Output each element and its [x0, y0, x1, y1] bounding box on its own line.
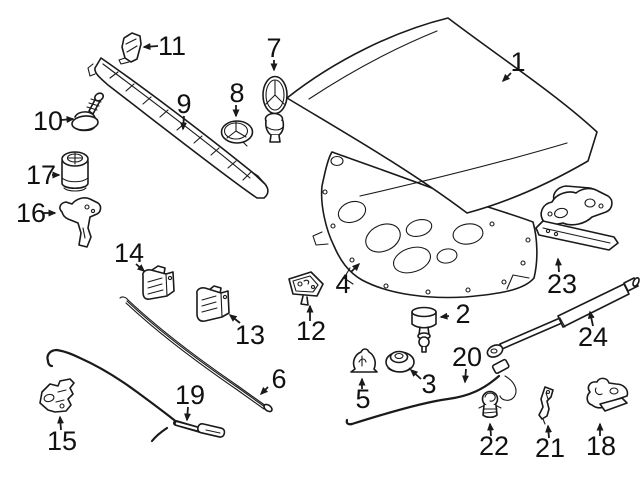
callout-22-label[interactable]: 22: [479, 431, 509, 461]
callout-3-arrow: [409, 368, 422, 380]
callout-10-arrow: [60, 116, 75, 124]
callout-23-label[interactable]: 23: [547, 269, 577, 299]
callout-labels: 1 2 3 4 5 6 7 8 9 10 11 12 13 14 15 16 1…: [16, 31, 616, 463]
part-22-cable-grommet-clip: [478, 390, 502, 419]
part-17-rubber-buffer: [61, 151, 89, 192]
part-5-tree-clip: [350, 348, 378, 373]
callout-9-arrow: [180, 115, 187, 131]
callout-20-label[interactable]: 20: [452, 342, 482, 372]
part-10-pivot-bolt: [71, 92, 104, 132]
callout-15-label[interactable]: 15: [47, 426, 77, 456]
callout-19-arrow: [184, 406, 191, 422]
part-1-hood-panel: [286, 17, 598, 214]
callout-11-arrow: [142, 43, 159, 51]
part-6-front-seal-strip: [119, 296, 273, 413]
callout-21-label[interactable]: 21: [535, 433, 565, 463]
callout-12-label[interactable]: 12: [296, 316, 326, 346]
part-23-hood-hinge: [535, 185, 619, 251]
callout-arrows: [44, 43, 604, 439]
callout-18-label[interactable]: 18: [586, 431, 616, 461]
callout-13-arrow: [228, 314, 241, 324]
callout-1-label[interactable]: 1: [510, 47, 525, 77]
callout-9-label[interactable]: 9: [176, 89, 191, 119]
callout-4-label[interactable]: 4: [335, 269, 350, 299]
part-4-hood-insulation-pad: [312, 151, 538, 299]
callout-20-arrow: [462, 368, 469, 384]
callout-10-label[interactable]: 10: [33, 106, 63, 136]
callout-13-label[interactable]: 13: [235, 320, 265, 350]
callout-14-arrow: [135, 263, 146, 272]
part-14-lock-bracket-left: [142, 265, 175, 300]
callout-2-label[interactable]: 2: [455, 299, 470, 329]
callout-7-label[interactable]: 7: [266, 33, 281, 63]
part-24-gas-lift-strut: [486, 277, 640, 358]
part-8-hood-badge-emblem: [220, 120, 254, 147]
part-20-release-cable-rear: [345, 358, 517, 426]
part-15-hood-latch: [39, 378, 75, 413]
callout-24-arrow: [587, 310, 595, 327]
callout-5-label[interactable]: 5: [355, 384, 370, 414]
callout-14-label[interactable]: 14: [114, 238, 144, 268]
part-7-hood-star-emblem: [262, 75, 288, 143]
callout-17-label[interactable]: 17: [26, 160, 56, 190]
callout-16-label[interactable]: 16: [16, 198, 46, 228]
callout-22-arrow: [487, 422, 495, 437]
part-2-bump-stop: [411, 306, 437, 353]
part-13-lock-bracket-right: [196, 285, 230, 322]
part-19-release-cable-front: [46, 348, 226, 443]
callout-4-arrow: [350, 262, 361, 273]
callout-8-label[interactable]: 8: [229, 78, 244, 108]
callout-24-label[interactable]: 24: [578, 322, 608, 352]
part-12-striker-plate: [288, 271, 324, 306]
part-21-cable-bracket: [538, 386, 554, 425]
callout-3-label[interactable]: 3: [421, 369, 436, 399]
callout-19-label[interactable]: 19: [175, 380, 205, 410]
callout-23-arrow: [555, 257, 562, 273]
callout-1-arrow: [501, 72, 512, 83]
part-3-grommet: [385, 350, 415, 373]
part-18-safety-catch-hook: [586, 377, 629, 412]
part-16-release-lever-bracket: [59, 197, 102, 248]
part-11-retainer-clip: [118, 32, 142, 65]
callout-6-label[interactable]: 6: [271, 364, 286, 394]
callout-15-arrow: [57, 415, 64, 431]
callout-21-arrow: [545, 424, 553, 439]
callout-6-arrow: [259, 386, 269, 396]
callout-11-label[interactable]: 11: [158, 31, 186, 61]
callout-2-arrow: [439, 312, 450, 320]
